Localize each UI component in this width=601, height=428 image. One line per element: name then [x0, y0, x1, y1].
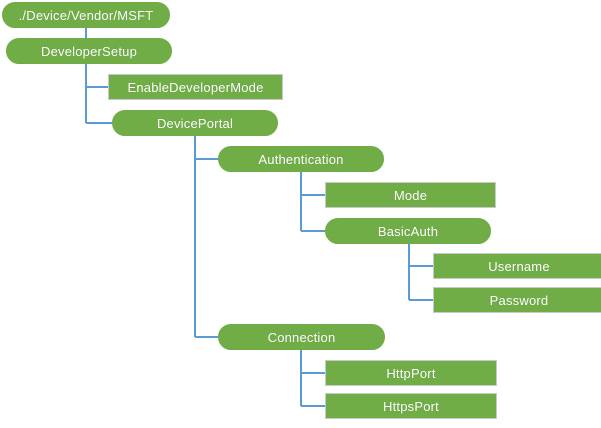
node-connection[interactable]: Connection: [218, 324, 385, 350]
node-authentication-label: Authentication: [258, 151, 344, 167]
node-enabledevelopermode-label: EnableDeveloperMode: [127, 79, 264, 95]
node-httpport[interactable]: HttpPort: [325, 360, 497, 386]
node-root-label: ./Device/Vendor/MSFT: [18, 7, 154, 23]
node-httpsport[interactable]: HttpsPort: [325, 393, 497, 419]
node-httpport-label: HttpPort: [386, 365, 436, 381]
node-username-label: Username: [488, 258, 550, 274]
node-enabledevelopermode[interactable]: EnableDeveloperMode: [108, 74, 283, 100]
node-basicauth-label: BasicAuth: [377, 223, 439, 239]
node-developersetup-label: DeveloperSetup: [40, 43, 138, 59]
node-password-label: Password: [489, 292, 549, 308]
node-password[interactable]: Password: [433, 287, 601, 313]
node-httpsport-label: HttpsPort: [383, 398, 439, 414]
node-authentication[interactable]: Authentication: [218, 146, 384, 172]
node-mode[interactable]: Mode: [325, 182, 496, 208]
node-developersetup[interactable]: DeveloperSetup: [6, 38, 172, 64]
node-mode-label: Mode: [393, 187, 428, 203]
node-connection-label: Connection: [267, 329, 336, 345]
node-username[interactable]: Username: [433, 253, 601, 279]
node-deviceportal[interactable]: DevicePortal: [112, 110, 278, 136]
node-basicauth[interactable]: BasicAuth: [325, 218, 491, 244]
node-deviceportal-label: DevicePortal: [156, 115, 234, 131]
node-root[interactable]: ./Device/Vendor/MSFT: [2, 2, 170, 28]
